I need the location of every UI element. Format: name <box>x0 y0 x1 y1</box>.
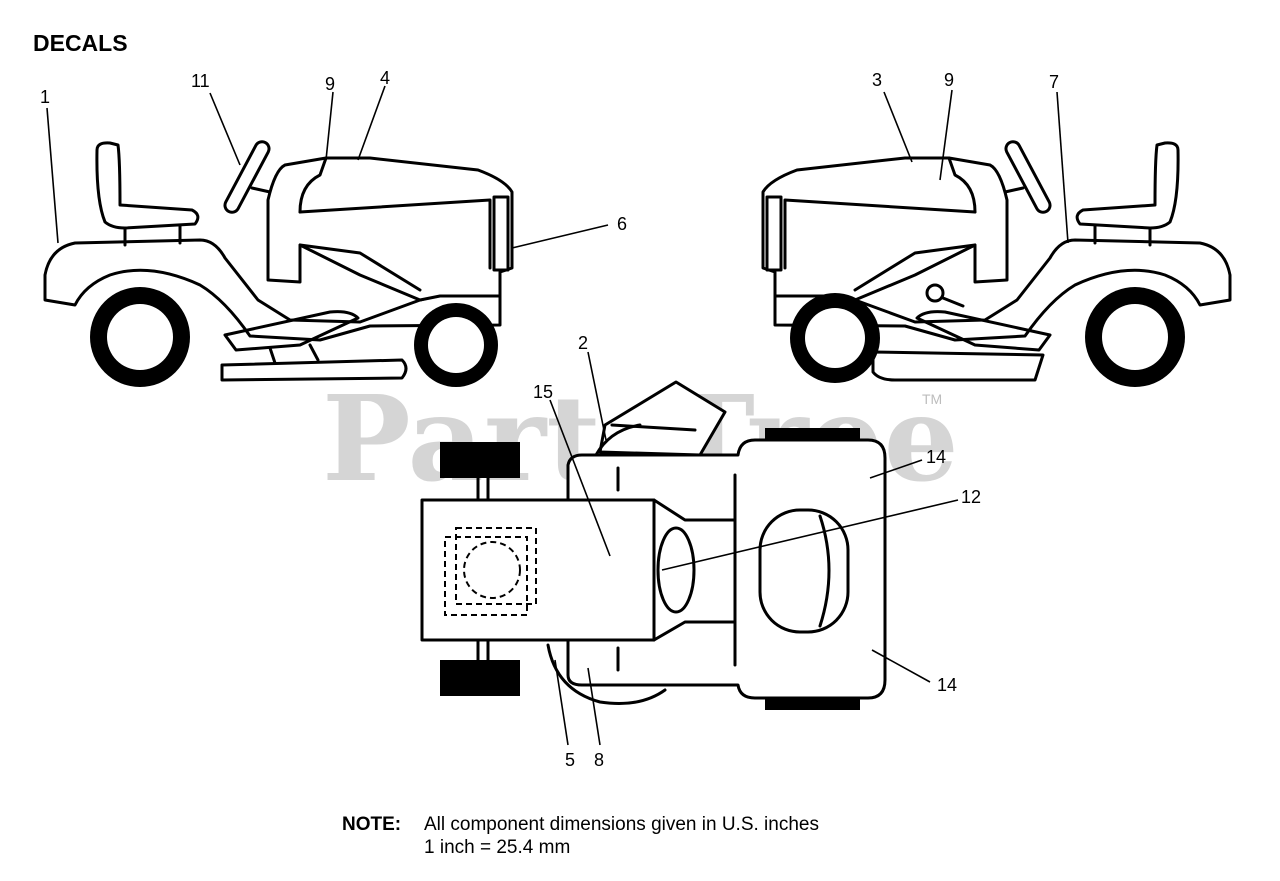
front-tire-top <box>440 442 520 478</box>
callout-6: 6 <box>617 214 627 234</box>
mower-deck <box>220 358 408 382</box>
rear-tire-bottom <box>765 698 860 710</box>
callout-9-left: 9 <box>325 74 335 94</box>
leader-1 <box>46 107 59 244</box>
engine-flywheel <box>463 541 521 599</box>
seat <box>1075 141 1180 230</box>
leader-9-left <box>325 91 334 161</box>
callout-3: 3 <box>872 70 882 90</box>
grille <box>765 195 783 272</box>
hood-top <box>420 498 656 642</box>
leader-6 <box>511 224 609 249</box>
leader-5 <box>554 659 569 746</box>
side-rail <box>223 310 360 352</box>
callout-8: 8 <box>594 750 604 770</box>
front-wheel-hub <box>428 317 484 373</box>
callout-4: 4 <box>380 68 390 88</box>
engine-outline <box>444 536 528 616</box>
leader-2 <box>587 351 607 441</box>
leader-12 <box>661 499 959 571</box>
callout-7: 7 <box>1049 72 1059 92</box>
seat-top <box>758 508 850 634</box>
tractor-top-view: 2 15 14 12 14 5 8 <box>420 333 981 770</box>
fuel-cap-neck <box>941 296 965 308</box>
front-axle-stub <box>476 476 490 662</box>
leader-9-right <box>939 89 953 181</box>
side-rail <box>915 310 1052 352</box>
seat-back-curve <box>818 514 831 628</box>
callout-5: 5 <box>565 750 575 770</box>
diagram-title: DECALS <box>33 30 128 56</box>
callout-12: 12 <box>961 487 981 507</box>
mower-deck <box>871 350 1045 382</box>
callout-1: 1 <box>40 87 50 107</box>
seat <box>95 141 200 230</box>
steering-wheel <box>1004 140 1052 214</box>
deck-hanger <box>268 343 320 365</box>
engine-outline-2 <box>455 527 537 605</box>
fuel-cap <box>925 283 945 303</box>
callout-2: 2 <box>578 333 588 353</box>
hood-side-panel <box>783 198 977 292</box>
steering-wheel <box>223 140 271 214</box>
hood <box>761 156 1009 302</box>
hood-left-edge <box>947 156 977 214</box>
watermark-tm: TM <box>922 391 942 407</box>
hood-side-panel <box>298 198 492 292</box>
note-label: NOTE: <box>342 814 402 835</box>
rear-wheel-hub <box>1102 304 1168 370</box>
callout-9-right: 9 <box>944 70 954 90</box>
callout-15: 15 <box>533 382 553 402</box>
leader-15 <box>549 399 611 557</box>
callout-11: 11 <box>191 71 210 91</box>
leader-14-top <box>869 459 923 479</box>
leader-14-bottom <box>871 649 931 683</box>
hood-left-edge <box>298 156 328 214</box>
hood <box>266 156 514 302</box>
rear-fender <box>773 238 1232 342</box>
leader-3 <box>883 91 913 163</box>
grille <box>492 195 510 272</box>
leader-4 <box>357 85 386 161</box>
callout-14-bottom: 14 <box>937 675 957 695</box>
note-line2: 1 inch = 25.4 mm <box>424 837 571 858</box>
seat-post <box>123 224 182 247</box>
rear-wheel-hub <box>107 304 173 370</box>
note-line1: All component dimensions given in U.S. i… <box>424 814 819 835</box>
chute-fold <box>610 423 697 432</box>
leader-8 <box>587 667 601 746</box>
rear-fender <box>43 238 502 342</box>
right-view-callouts: 3 9 7 <box>872 70 1069 244</box>
tractor-left-side-view: 1 11 9 4 6 <box>40 68 627 387</box>
seat-post <box>1093 224 1152 247</box>
front-tire-bottom <box>440 660 520 696</box>
deck-outline-top <box>594 423 642 457</box>
dimension-note: NOTE: All component dimensions given in U… <box>342 813 819 859</box>
tractor-right-side-view <box>761 140 1232 387</box>
callout-14-top: 14 <box>926 447 946 467</box>
leader-7 <box>1056 91 1069 244</box>
steering-wheel-top <box>656 526 696 614</box>
leader-11 <box>209 92 241 166</box>
front-wheel-hub <box>805 308 865 368</box>
